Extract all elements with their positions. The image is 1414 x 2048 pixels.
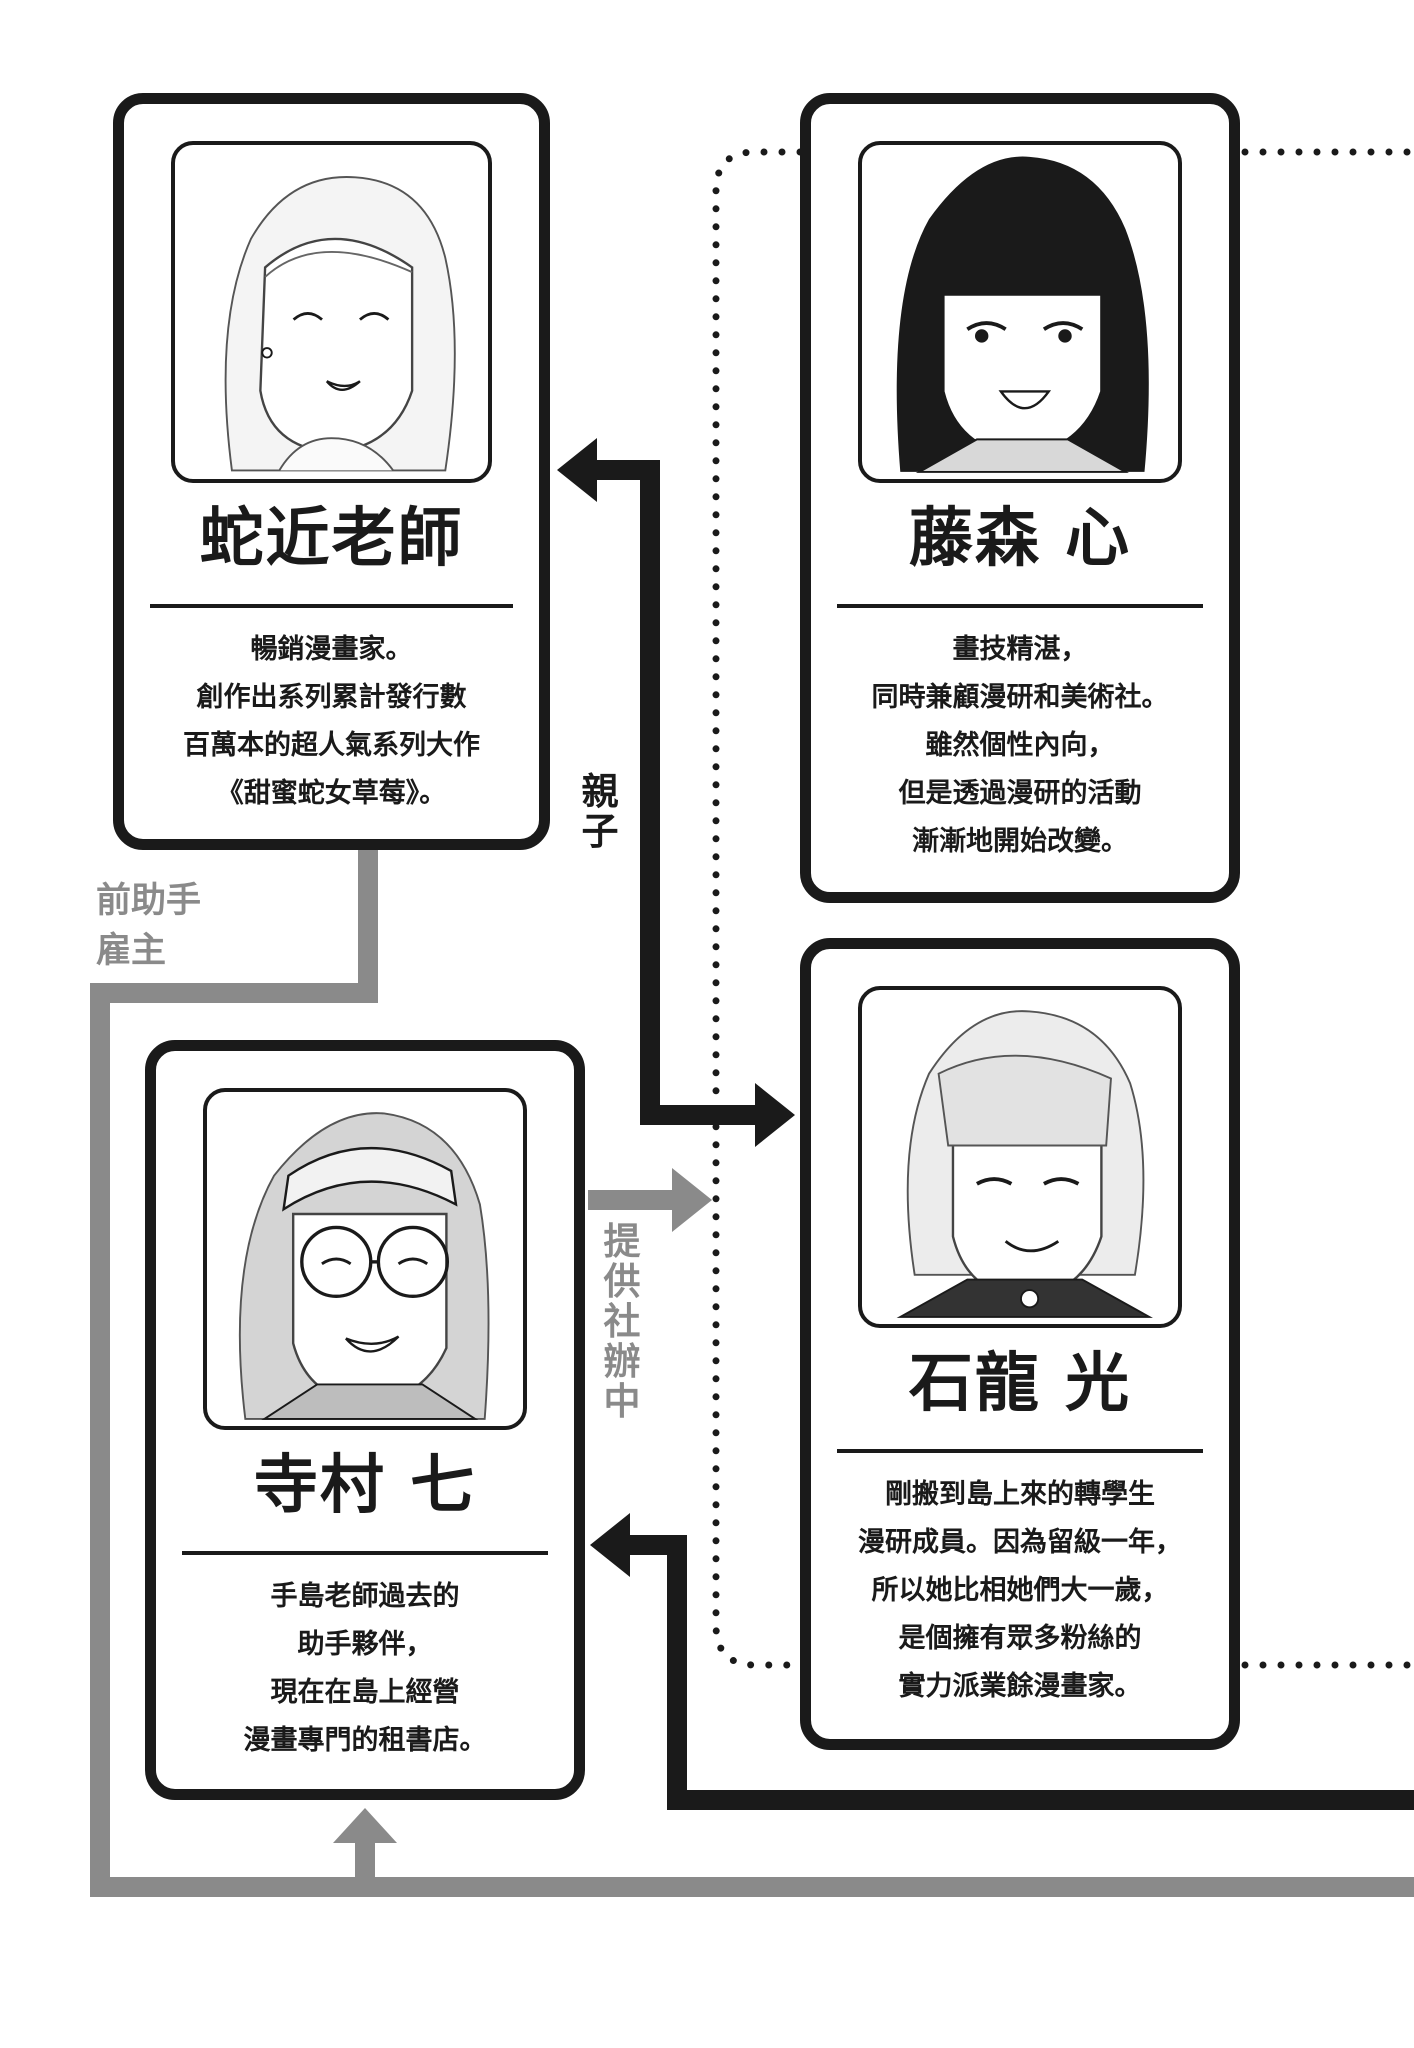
label-char: 子 xyxy=(581,810,619,853)
description-line: 剛搬到島上來的轉學生 xyxy=(885,1479,1155,1510)
character-description: 手島老師過去的 助手夥伴， 現在在島上經營 漫畫專門的租書店。 xyxy=(156,1573,574,1765)
portrait-hebichika-drawing xyxy=(224,176,456,472)
label-former-assistant-employer: 前助手 雇主 xyxy=(96,876,201,976)
description-line: 手島老師過去的 xyxy=(270,1581,460,1612)
character-description: 畫技精湛， 同時兼顧漫研和美術社。 雖然個性內向， 但是透過漫研的活動 漸漸地開… xyxy=(811,626,1229,866)
card-divider xyxy=(150,604,513,608)
portrait-teramura xyxy=(203,1088,527,1430)
character-name: 蛇近老師 xyxy=(199,502,464,576)
description-line: 同時兼顧漫研和美術社。 xyxy=(871,682,1169,713)
description-line: 雖然個性內向， xyxy=(925,730,1115,761)
description-line: 現在在島上經營 xyxy=(270,1677,460,1708)
portrait-ishitatsu xyxy=(858,986,1182,1328)
description-line: 助手夥伴， xyxy=(297,1629,433,1660)
card-divider xyxy=(837,604,1203,608)
description-line: 百萬本的超人氣系列大作 xyxy=(183,730,480,761)
label-char: 親 xyxy=(581,770,619,813)
portrait-fujimori-drawing xyxy=(896,156,1149,473)
label-parent-child: 親 子 xyxy=(578,772,622,852)
card-divider xyxy=(182,1551,548,1555)
provide-office-gray-arrowhead xyxy=(672,1168,712,1232)
former-assistant-gray-line xyxy=(90,848,1414,1897)
description-line: 所以她比相她們大一歲， xyxy=(871,1575,1169,1606)
teramura-gray-up-arrowhead xyxy=(333,1808,397,1843)
character-description: 剛搬到島上來的轉學生 漫研成員。因為留級一年， 所以她比相她們大一歲， 是個擁有… xyxy=(811,1471,1229,1711)
club-group-dotted-boundary xyxy=(712,148,804,1669)
label-char: 社 xyxy=(603,1300,641,1343)
parent-child-arrowhead-right xyxy=(755,1083,795,1147)
character-card-ishitatsu: 石龍 光 剛搬到島上來的轉學生 漫研成員。因為留級一年， 所以她比相她們大一歲，… xyxy=(800,938,1240,1750)
parent-child-arrowhead-left xyxy=(557,438,597,502)
parent-child-line xyxy=(592,460,760,1125)
teramura-black-link xyxy=(625,1535,1414,1810)
label-line: 前助手 xyxy=(96,881,202,921)
description-line: 實力派業餘漫畫家。 xyxy=(898,1671,1142,1702)
description-line: 漫研成員。因為留級一年， xyxy=(858,1527,1182,1558)
portrait-teramura-drawing xyxy=(238,1112,490,1420)
label-line: 雇主 xyxy=(96,931,167,971)
description-line: 漸漸地開始改變。 xyxy=(912,826,1128,857)
description-line: 畫技精湛， xyxy=(952,634,1088,665)
character-card-fujimori: 藤森 心 畫技精湛， 同時兼顧漫研和美術社。 雖然個性內向， 但是透過漫研的活動… xyxy=(800,93,1240,903)
character-name: 石龍 光 xyxy=(908,1347,1132,1421)
description-line: 是個擁有眾多粉絲的 xyxy=(898,1623,1142,1654)
teramura-black-arrowhead xyxy=(590,1513,630,1577)
card-divider xyxy=(837,1449,1203,1453)
portrait-ishitatsu-drawing xyxy=(896,1010,1153,1318)
character-description: 暢銷漫畫家。 創作出系列累計發行數 百萬本的超人氣系列大作 《甜蜜蛇女草莓》。 xyxy=(124,626,539,818)
description-line: 漫畫專門的租書店。 xyxy=(243,1725,487,1756)
character-name: 藤森 心 xyxy=(908,502,1132,576)
character-card-hebichika: 蛇近老師 暢銷漫畫家。 創作出系列累計發行數 百萬本的超人氣系列大作 《甜蜜蛇女… xyxy=(113,93,550,850)
character-card-teramura: 寺村 七 手島老師過去的 助手夥伴， 現在在島上經營 漫畫專門的租書店。 xyxy=(145,1040,585,1800)
label-char: 辦 xyxy=(603,1340,641,1383)
label-provide-club-office: 提 供 社 辦 中 xyxy=(600,1222,644,1422)
description-line: 暢銷漫畫家。 xyxy=(250,634,413,665)
label-char: 提 xyxy=(603,1220,641,1263)
label-char: 中 xyxy=(603,1380,641,1423)
label-char: 供 xyxy=(603,1260,641,1303)
description-line: 創作出系列累計發行數 xyxy=(196,682,467,713)
description-line: 但是透過漫研的活動 xyxy=(898,778,1142,809)
portrait-fujimori xyxy=(858,141,1182,483)
description-line: 《甜蜜蛇女草莓》。 xyxy=(216,778,447,809)
character-name: 寺村 七 xyxy=(253,1449,477,1523)
portrait-hebichika xyxy=(171,141,492,483)
